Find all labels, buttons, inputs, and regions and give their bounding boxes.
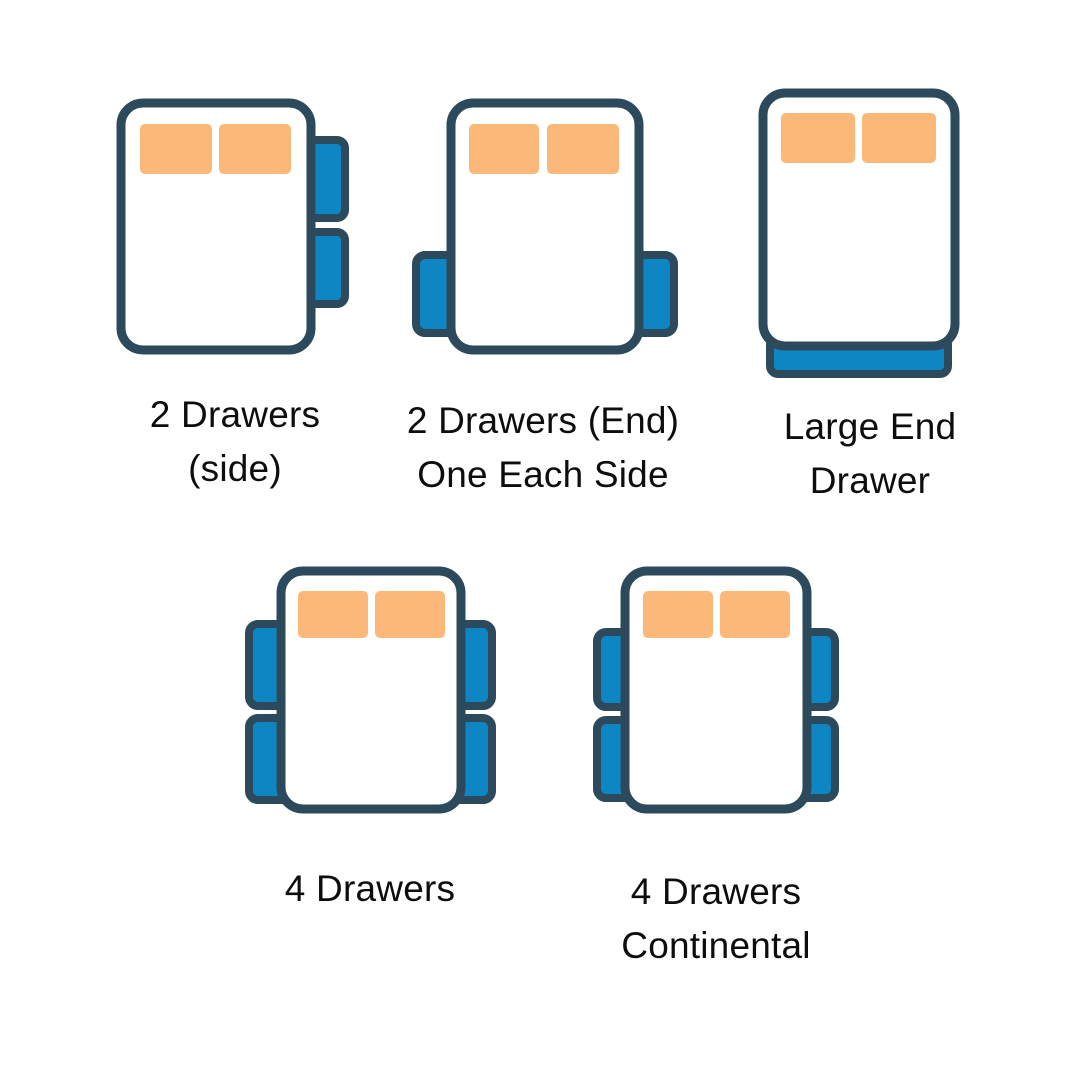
pillow-right [219,124,291,174]
pillow-left [781,113,855,163]
pillow-left [298,591,368,638]
caption-large-end-drawer: Large End Drawer [783,406,957,501]
caption-two-drawers-side: 2 Drawers (side) [149,394,321,489]
bed-diagram-four-drawers-continental [593,566,839,814]
pillow-right [375,591,445,638]
pillow-right [547,124,619,174]
caption-two-drawers-end: 2 Drawers (End) One Each Side [406,400,680,495]
caption-four-drawers-continental: 4 Drawers Continental [621,871,811,966]
bed-option-four-drawers[interactable] [238,560,503,820]
bed-option-two-drawers-side[interactable] [110,92,360,367]
bed-diagram-four-drawers [245,566,496,814]
caption-four-drawers: 4 Drawers [284,868,456,909]
bed-diagram-two-drawers-end [412,98,678,355]
pillow-left [469,124,539,174]
pillow-left [140,124,212,174]
pillow-left [643,591,713,638]
bed-diagram-two-drawers-side [116,98,349,355]
bed-option-large-end-drawer[interactable] [752,82,967,382]
bed-diagram-large-end-drawer [758,88,960,378]
bed-option-two-drawers-end[interactable] [405,92,685,372]
pillow-right [720,591,790,638]
pillow-right [862,113,936,163]
bed-option-four-drawers-continental[interactable] [586,560,846,820]
